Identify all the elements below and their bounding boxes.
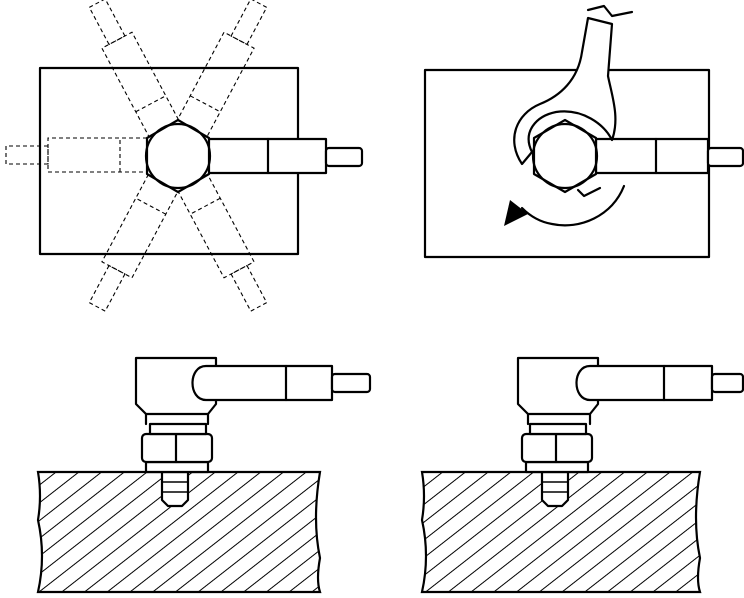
- panel-mounted-side-view-right: [420, 356, 744, 594]
- base-block: [420, 470, 702, 594]
- cable-connector-arm: [575, 364, 744, 402]
- threaded-stud: [160, 470, 190, 508]
- lock-nut: [140, 422, 214, 474]
- cable-connector-arm: [191, 364, 372, 402]
- hex-nut: [144, 118, 212, 194]
- lock-nut: [520, 422, 594, 474]
- wrench-icon: [513, 4, 634, 198]
- cable-connector-arm: [206, 137, 364, 175]
- panel-rotation-positions: [5, 0, 364, 316]
- hex-nut: [531, 118, 599, 194]
- threaded-stud: [540, 470, 570, 508]
- sensor-head: [516, 356, 600, 426]
- cable-connector-arm: [594, 137, 744, 175]
- panel-wrench-tightening: [423, 4, 744, 259]
- panel-mounted-side-view-left: [36, 356, 372, 594]
- rotation-arrow-icon: [504, 184, 626, 227]
- base-block: [36, 470, 322, 594]
